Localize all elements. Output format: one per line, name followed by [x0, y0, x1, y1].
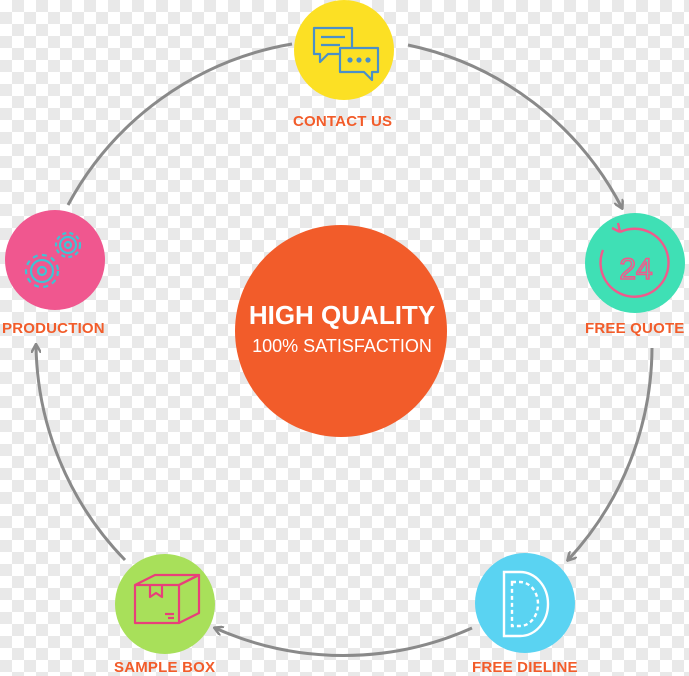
svg-text:24: 24 — [619, 253, 652, 286]
node-free-dieline — [475, 553, 575, 653]
node-free-dieline-circle — [475, 553, 575, 653]
gears-icon — [24, 231, 82, 289]
24-hours-icon: 24 — [599, 222, 670, 298]
center-circle — [235, 225, 447, 437]
label-free-quote: FREE QUOTE — [585, 320, 685, 337]
dieline-d-icon — [502, 570, 550, 638]
connector-dieline-to-sample — [215, 628, 473, 657]
connector-contact-to-quote — [407, 43, 622, 208]
node-sample-box — [115, 554, 215, 654]
label-contact-us: CONTACT US — [293, 113, 393, 130]
connector-quote-to-dieline — [568, 347, 654, 560]
label-production: PRODUCTION — [2, 320, 105, 337]
box-icon — [133, 573, 201, 625]
connector-production-to-contact — [66, 42, 293, 206]
chat-bubbles-icon — [312, 26, 380, 82]
center-subtitle: 100% SATISFACTION — [252, 336, 432, 356]
node-production — [5, 210, 105, 310]
label-sample-box: SAMPLE BOX — [114, 659, 216, 676]
node-free-quote: 24 — [585, 213, 685, 313]
center-title: HIGH QUALITY — [248, 300, 436, 330]
label-free-dieline: FREE DIELINE — [472, 659, 578, 676]
node-contact-us — [294, 0, 394, 100]
connector-sample-to-production — [36, 345, 127, 562]
